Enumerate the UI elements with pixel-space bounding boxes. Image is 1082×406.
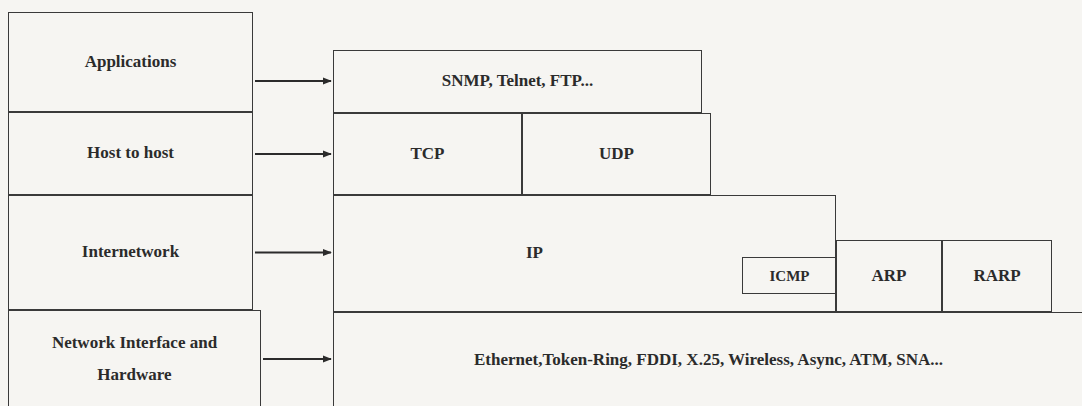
- box-label: Host to host: [87, 137, 174, 169]
- protocol-box: UDP: [522, 113, 711, 195]
- layer-box: Host to host: [8, 112, 253, 195]
- box-label: TCP: [411, 138, 445, 170]
- box-label: Internetwork: [82, 236, 179, 268]
- protocol-box: TCP: [333, 113, 522, 195]
- layer-box: Internetwork: [8, 195, 253, 310]
- box-label: ICMP: [770, 267, 810, 285]
- layer-arrow: [255, 252, 331, 254]
- box-label: RARP: [973, 260, 1020, 292]
- box-label: Ethernet,Token-Ring, FDDI, X.25, Wireles…: [474, 344, 943, 376]
- protocol-box: SNMP, Telnet, FTP...: [333, 50, 702, 113]
- box-label: Network Interface and Hardware: [15, 327, 254, 392]
- box-label: SNMP, Telnet, FTP...: [442, 65, 593, 97]
- protocol-box: ARP: [836, 240, 942, 312]
- box-label: UDP: [599, 138, 634, 170]
- protocol-box: ICMP: [742, 257, 837, 294]
- box-label: Applications: [85, 46, 177, 78]
- protocol-box: IP ICMP: [333, 195, 836, 312]
- box-label: IP: [526, 237, 543, 269]
- layer-box: Network Interface and Hardware: [8, 310, 261, 406]
- layer-arrow: [263, 358, 331, 360]
- layer-box: Applications: [8, 12, 253, 112]
- box-label: ARP: [872, 260, 907, 292]
- layer-arrow: [255, 80, 331, 82]
- protocol-box: RARP: [942, 240, 1052, 312]
- protocol-box: Ethernet,Token-Ring, FDDI, X.25, Wireles…: [333, 312, 1082, 406]
- layer-arrow: [255, 153, 331, 155]
